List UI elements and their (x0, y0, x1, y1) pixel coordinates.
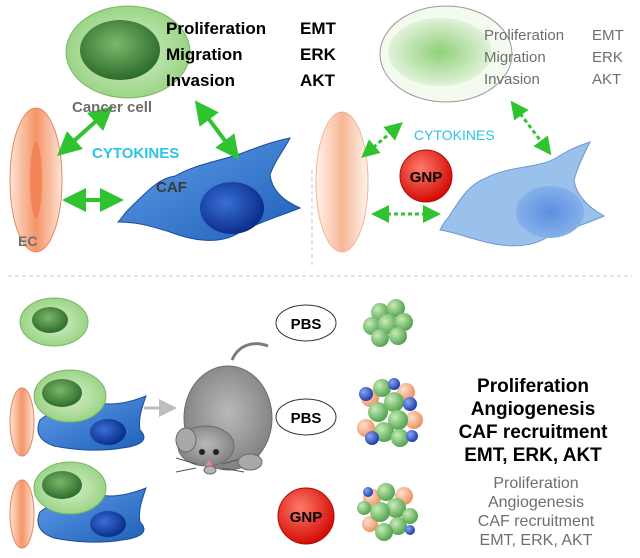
caf-cell (116, 137, 302, 241)
endothelial-cell-faded (315, 111, 369, 253)
effect-left-2: Invasion (166, 71, 235, 90)
outcome-weak-0: Proliferation (493, 475, 578, 492)
gnp-label-top: GNP (410, 169, 443, 186)
gnp-particle-top: GNP (399, 149, 453, 203)
effect-left-1: Migration (166, 45, 243, 64)
effect-right-1: ERK (300, 45, 337, 64)
implant-coculture-1 (9, 369, 147, 457)
treatment-pbs-1: PBS (275, 304, 337, 342)
mouse-icon (175, 342, 273, 475)
treatment-label-3: GNP (290, 509, 323, 526)
outcome-strong-0: Proliferation (477, 376, 589, 397)
tumor-treated (357, 483, 418, 541)
faded-effect-left-2: Invasion (484, 71, 540, 88)
faded-effect-right-0: EMT (592, 27, 624, 44)
bottom-panel: PBS PBS GNP (9, 297, 609, 549)
faded-effect-left-1: Migration (484, 49, 546, 66)
caf-cell-faded (439, 141, 606, 247)
treatment-gnp: GNP (277, 487, 335, 545)
treatment-label-1: PBS (291, 316, 322, 333)
endothelial-cell (9, 107, 63, 253)
cancer-cell-label: Cancer cell (72, 99, 152, 116)
tumor-small (363, 299, 413, 347)
cancer-cell-faded (379, 5, 513, 103)
outcome-strong-1: Angiogenesis (471, 399, 596, 420)
ec-label: EC (18, 233, 37, 249)
faded-effect-left-0: Proliferation (484, 27, 564, 44)
cancer-cell (65, 5, 191, 99)
treatment-label-2: PBS (291, 410, 322, 427)
implant-coculture-2 (9, 461, 147, 549)
caf-label: CAF (156, 179, 187, 196)
faded-effect-right-1: ERK (592, 49, 623, 66)
outcome-weak-2: CAF recruitment (478, 513, 595, 530)
tumor-large (357, 378, 423, 447)
outcome-strong-2: CAF recruitment (459, 422, 609, 443)
interaction-arrows (57, 100, 240, 212)
outcome-weak-3: EMT, ERK, AKT (480, 532, 593, 549)
top-right-panel: GNP Proliferation Migration Invasion EMT… (315, 5, 624, 253)
effect-left-0: Proliferation (166, 19, 266, 38)
treatment-pbs-2: PBS (275, 398, 337, 436)
effect-right-2: AKT (300, 71, 336, 90)
outcome-strong-3: EMT, ERK, AKT (464, 445, 602, 466)
implant-cancer-only (19, 297, 89, 347)
weakened-interaction-arrows (361, 100, 552, 223)
cytokines-label-faded: CYTOKINES (414, 127, 495, 143)
faded-effect-right-2: AKT (592, 71, 621, 88)
outcome-weak-1: Angiogenesis (488, 494, 584, 511)
effect-right-0: EMT (300, 19, 337, 38)
cytokines-label: CYTOKINES (92, 145, 179, 162)
top-left-panel: Proliferation Migration Invasion EMT ERK… (9, 5, 337, 253)
